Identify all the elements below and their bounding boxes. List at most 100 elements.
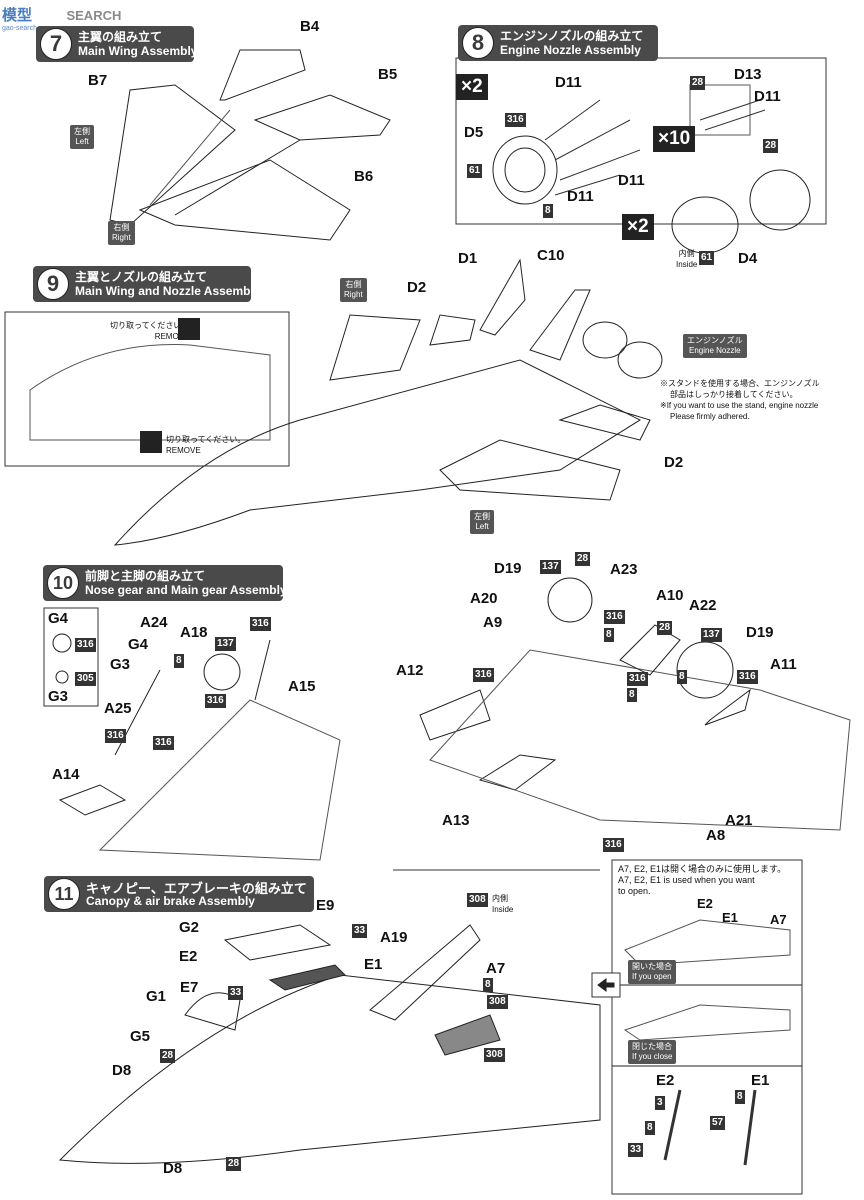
step9-left-en: Left <box>475 522 489 531</box>
part-label-d11-c: D11 <box>567 188 594 205</box>
step9-right-en: Right <box>344 290 363 299</box>
paint-code-28-b: 28 <box>763 139 779 153</box>
nozzle-d4 <box>671 196 739 254</box>
paint-code-28-a: 28 <box>690 76 706 90</box>
step8-header: 8 エンジンノズルの組み立て Engine Nozzle Assembly <box>458 25 658 61</box>
part-label-a21: A21 <box>725 812 753 829</box>
step10-title-en: Nose gear and Main gear Assembly <box>85 583 287 597</box>
part-label-d1: D1 <box>458 250 478 267</box>
stand-note-1: ※スタンドを使用する場合、エンジンノズル <box>660 379 820 388</box>
part-label-a15: A15 <box>288 678 316 695</box>
wing-part-b6 <box>138 159 351 241</box>
part-label-d8-b: D8 <box>163 1160 183 1177</box>
aircraft-nose-step11 <box>58 974 601 1164</box>
option-label-e2: E2 <box>697 896 713 911</box>
step10-header: 10 前脚と主脚の組み立て Nose gear and Main gear As… <box>43 565 287 601</box>
part-label-a8: A8 <box>706 827 726 844</box>
part-label-e2: E2 <box>179 948 198 965</box>
stand-note-4: Please firmly adhered. <box>670 412 750 421</box>
part-label-a10: A10 <box>656 587 684 604</box>
part-label-d4: D4 <box>738 250 758 267</box>
paint-code-316-a15: 316 <box>250 617 271 631</box>
paint-code-8-a7: 8 <box>483 978 493 992</box>
step7-title-jp: 主翼の組み立て <box>78 30 163 44</box>
paint-code-316-a20: 316 <box>473 668 494 682</box>
paint-code-316-a25: 316 <box>105 729 126 743</box>
detail-label-e1: E1 <box>751 1072 770 1089</box>
main-wheel-left <box>547 577 593 623</box>
part-label-a13: A13 <box>442 812 470 829</box>
detail-code-3: 3 <box>655 1096 665 1110</box>
step8-title-jp: エンジンノズルの組み立て <box>500 29 644 43</box>
step11-number: 11 <box>48 878 80 910</box>
watermark-brand: SEARCH <box>66 8 122 23</box>
paint-code-316-a21: 316 <box>627 672 648 686</box>
part-label-g2: G2 <box>179 919 200 936</box>
paint-code-316-g4: 316 <box>75 638 96 652</box>
watermark-url: gao-search.com <box>2 25 53 32</box>
step11-title-en: Canopy & air brake Assembly <box>86 894 255 908</box>
part-label-g1: G1 <box>146 988 167 1005</box>
remove-note-2: 切り取ってください。 REMOVE <box>166 434 245 456</box>
step9-left-tag: 左側 Left <box>470 510 494 534</box>
wing-part-b4 <box>219 49 306 101</box>
step11-title-jp: キャノピー、エアブレーキの組み立て <box>86 881 307 896</box>
part-label-g3: G3 <box>110 656 131 673</box>
step8-multiplier-x10: ×10 <box>653 126 696 152</box>
paint-code-8-d19b: 8 <box>677 670 687 684</box>
part-label-b4: B4 <box>300 18 320 35</box>
part-label-d5: D5 <box>464 124 484 141</box>
step9-header: 9 主翼とノズルの組み立て Main Wing and Nozzle Assem… <box>33 266 260 302</box>
step11-inside-jp: 内側 <box>492 894 508 903</box>
paint-code-28-d8a: 28 <box>160 1049 176 1063</box>
part-label-c10: C10 <box>537 247 565 264</box>
step7-left-tag: 左側 Left <box>70 125 94 149</box>
close-en: If you close <box>632 1052 673 1061</box>
paint-code-137-d19a: 137 <box>540 560 561 574</box>
paint-code-8-a18: 8 <box>174 654 184 668</box>
engine-nozzle-jp: エンジンノズル <box>687 336 743 345</box>
airbrake-a19 <box>369 924 481 1021</box>
part-label-d19-a: D19 <box>494 560 522 577</box>
canopy-g2 <box>223 924 332 961</box>
watermark-logo: 模型 SEARCH gao-search.com <box>2 4 121 32</box>
aircraft-body-step9 <box>113 359 642 546</box>
step8-inside-label: 内側 Inside <box>676 248 697 270</box>
watermark-cn: 模型 <box>2 7 33 24</box>
detail-code-8-e2: 8 <box>645 1121 655 1135</box>
part-label-a9: A9 <box>483 614 503 631</box>
remove-note-2-jp: 切り取ってください。 <box>166 435 246 444</box>
close-tag: 閉じた場合 If you close <box>628 1040 677 1064</box>
step10-number: 10 <box>47 567 79 599</box>
step7-right-en: Right <box>112 233 131 242</box>
part-label-b7: B7 <box>88 72 108 89</box>
paint-code-137-wheel: 137 <box>215 637 236 651</box>
step9-right-jp: 右側 <box>345 280 362 289</box>
part-label-d11-a: D11 <box>555 74 582 91</box>
step9-title-jp: 主翼とノズルの組み立て <box>75 270 208 284</box>
paint-code-61-b: 61 <box>699 251 715 265</box>
paint-code-305: 305 <box>75 672 96 686</box>
remove-note-1-en: REMOVE <box>154 332 190 341</box>
part-label-a11: A11 <box>770 656 797 673</box>
paint-code-28-a23: 28 <box>575 552 591 566</box>
step7-title-en: Main Wing Assembly <box>78 44 198 58</box>
paint-code-28-d8b: 28 <box>226 1157 242 1171</box>
gear-door-a14 <box>58 784 127 816</box>
open-en: If you open <box>632 972 672 981</box>
step7-left-jp: 左側 <box>74 127 90 136</box>
part-label-a23: A23 <box>610 561 638 578</box>
remove-icon-2 <box>140 431 162 453</box>
part-label-d11-b: D11 <box>618 172 645 189</box>
part-label-a7: A7 <box>486 960 506 977</box>
step8-inside-jp: 内側 <box>678 249 695 258</box>
step11-header: 11 キャノピー、エアブレーキの組み立て Canopy & air brake … <box>44 876 314 912</box>
part-label-a12: A12 <box>396 662 424 679</box>
part-label-a24: A24 <box>140 614 168 631</box>
step8-multiplier-x2b: ×2 <box>622 214 654 240</box>
paint-code-61: 61 <box>467 164 483 178</box>
part-label-b6: B6 <box>354 168 374 185</box>
part-label-a22: A22 <box>689 597 717 614</box>
step7-left-en: Left <box>75 137 89 146</box>
